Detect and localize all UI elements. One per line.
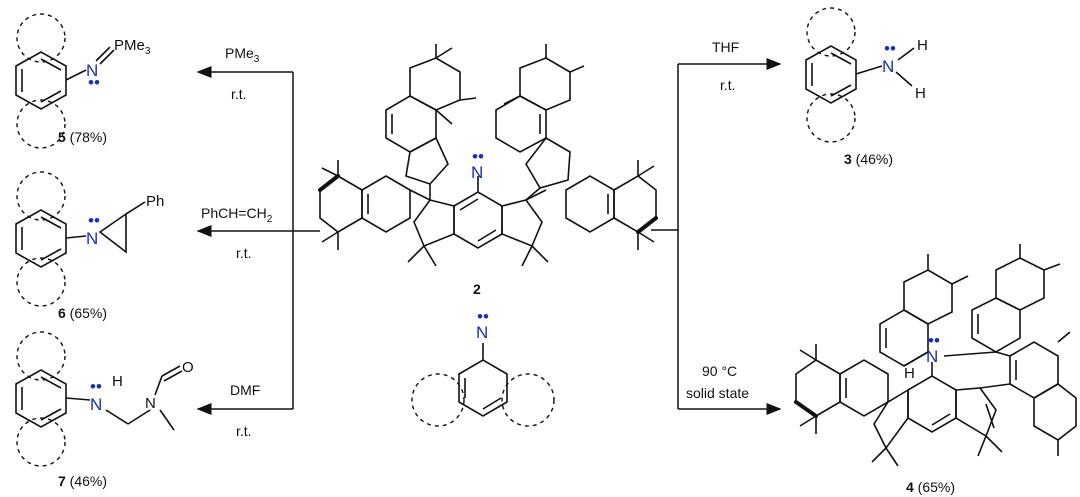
nitrogen-atom: N <box>471 163 483 182</box>
compound-5-label: 5 (78%) <box>58 129 107 145</box>
pme3-reagent-label: PMe3 <box>225 45 260 65</box>
compound-3-structure: N •• H H <box>805 7 928 143</box>
hydrogen-atom: H <box>915 85 926 102</box>
compound-4-structure: N •• H <box>794 244 1077 467</box>
nitrene-core-schematic: N •• <box>411 307 555 427</box>
nitrogen-atom: N <box>882 57 894 76</box>
lone-pair-dots: •• <box>928 331 940 350</box>
phosphorus-group: PMe3 <box>114 37 151 57</box>
lone-pair-dots: •• <box>90 377 102 396</box>
lone-pair-dots: •• <box>472 147 484 166</box>
nitrogen-atom: N <box>90 395 102 414</box>
dmf-conditions-label: r.t. <box>236 423 252 439</box>
heat-conditions-label: solid state <box>686 385 749 401</box>
pme3-conditions-label: r.t. <box>231 86 247 102</box>
hydrogen-atom: H <box>917 37 928 54</box>
nitrogen-atom: N <box>86 229 98 248</box>
hydrogen-atom: H <box>904 365 915 382</box>
nitrogen-atom: N <box>86 61 98 80</box>
compound-5-structure: N •• PMe3 <box>15 13 151 149</box>
lone-pair-dots: •• <box>477 307 489 326</box>
compound-4-label: 4 (65%) <box>906 479 955 495</box>
dmf-reagent-label: DMF <box>230 382 260 398</box>
lone-pair-dots: •• <box>88 73 100 92</box>
lone-pair-dots: •• <box>884 39 896 58</box>
compound-7-structure: N •• H N O <box>15 331 194 467</box>
lone-pair-dots: •• <box>88 211 100 230</box>
thf-reagent-label: THF <box>712 39 739 55</box>
nitrogen-atom: N <box>926 347 938 366</box>
phenyl-group: Ph <box>146 193 164 210</box>
thf-conditions-label: r.t. <box>720 77 736 93</box>
left-arrows <box>196 66 320 415</box>
compound-3-label: 3 (46%) <box>844 151 893 167</box>
compound-6-structure: N •• Ph <box>15 171 164 307</box>
right-arrows <box>651 58 782 415</box>
nitrogen-atom: N <box>476 323 488 342</box>
styrene-reagent-label: PhCH=CH2 <box>201 205 273 225</box>
compound-2-label: 2 <box>473 281 481 297</box>
compound-7-label: 7 (46%) <box>58 473 107 489</box>
styrene-conditions-label: r.t. <box>236 245 252 261</box>
amide-nitrogen: N <box>145 395 156 412</box>
hydrogen-atom: H <box>112 373 123 390</box>
compound-2-structure: N •• <box>318 44 658 267</box>
oxygen-atom: O <box>182 359 194 376</box>
compound-6-label: 6 (65%) <box>58 305 107 321</box>
heat-reagent-label: 90 °C <box>702 363 737 379</box>
